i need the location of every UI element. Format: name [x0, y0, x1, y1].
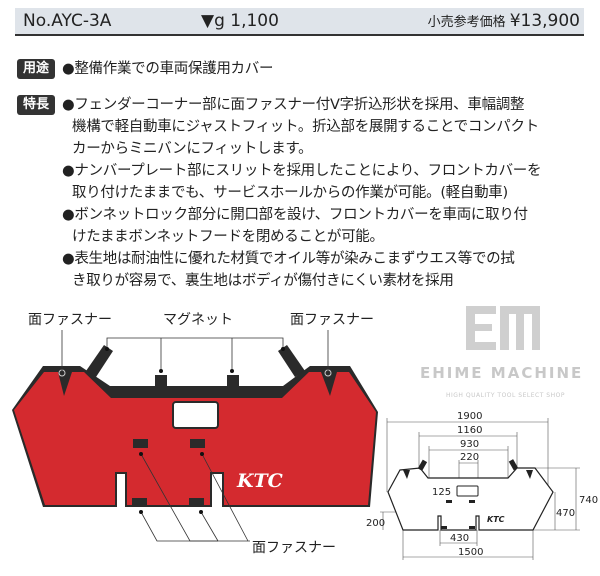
dim-470: 470: [556, 508, 575, 519]
feature-line: 機構で軽自動車にジャストフィット。折込部を展開することでコンパクト: [72, 119, 539, 135]
weight: ▼g 1,100: [201, 11, 279, 31]
feature-line: ●ボンネットロック部分に開口部を設け、フロントカバーを車両に取り付: [62, 207, 528, 223]
callout-lines: [61, 330, 329, 542]
spec-header-bar: No.AYC-3A ▼g 1,100 小売参考価格¥13,900: [15, 8, 584, 36]
label-fastener-left: 面ファスナー: [28, 312, 112, 328]
label-magnet: マグネット: [163, 312, 233, 328]
feature-line: ●フェンダーコーナー部に面ファスナー付V字折込形状を採用、車幅調整: [62, 97, 525, 113]
watermark-name: EHIME MACHINE: [420, 364, 584, 382]
feature-line: ●ナンバープレート部にスリットを採用したことにより、フロントカバーを: [62, 163, 542, 179]
usage-tag: 用途: [17, 59, 55, 79]
feature-line: カーからミニバンにフィットします。: [72, 141, 313, 157]
magnet-strap-left: [86, 345, 113, 377]
magnet-strap-right: [278, 345, 305, 377]
label-fastener-bottom: 面ファスナー: [252, 540, 336, 556]
feature-line: き取りが容易で、裏生地はボディが傷付きにくい素材を採用: [72, 273, 454, 289]
ktc-logo: KTC: [236, 470, 283, 492]
price: 小売参考価格¥13,900: [428, 11, 580, 31]
usage-text: ●整備作業での車両保護用カバー: [62, 61, 274, 77]
dim-1900: 1900: [457, 411, 482, 422]
feature-line: ●表生地は耐油性に優れた材質でオイル等が染みこまずウエス等での拭: [62, 251, 515, 267]
cover-outline: [387, 467, 554, 531]
dim-930: 930: [460, 439, 479, 450]
price-label: 小売参考価格: [427, 15, 506, 30]
dim-1160: 1160: [457, 425, 482, 436]
model-number: No.AYC-3A: [23, 11, 112, 31]
dim-740: 740: [579, 495, 598, 506]
dim-125: 125: [432, 487, 451, 498]
diagram-ktc-logo: KTC: [487, 515, 505, 524]
dim-430: 430: [450, 533, 469, 544]
watermark-tagline: HIGH QUALITY TOOL SELECT SHOP: [446, 392, 565, 399]
magnet-center-left: [155, 375, 167, 387]
dim-200: 200: [366, 518, 385, 529]
fastener-pads: [132, 439, 205, 507]
cover-body: [14, 372, 376, 505]
features-tag: 特長: [17, 95, 55, 115]
price-value: ¥13,900: [509, 11, 580, 31]
dim-1500: 1500: [458, 547, 483, 558]
feature-line: けたままボンネットフードを閉めることが可能。: [72, 229, 384, 245]
dim-220: 220: [460, 452, 479, 463]
label-fastener-right: 面ファスナー: [290, 312, 374, 328]
feature-line: 取り付けたままでも、サービスホールからの作業が可能。(軽自動車): [72, 185, 508, 201]
bonnet-opening: [172, 401, 219, 429]
magnet-center-right: [227, 375, 239, 387]
